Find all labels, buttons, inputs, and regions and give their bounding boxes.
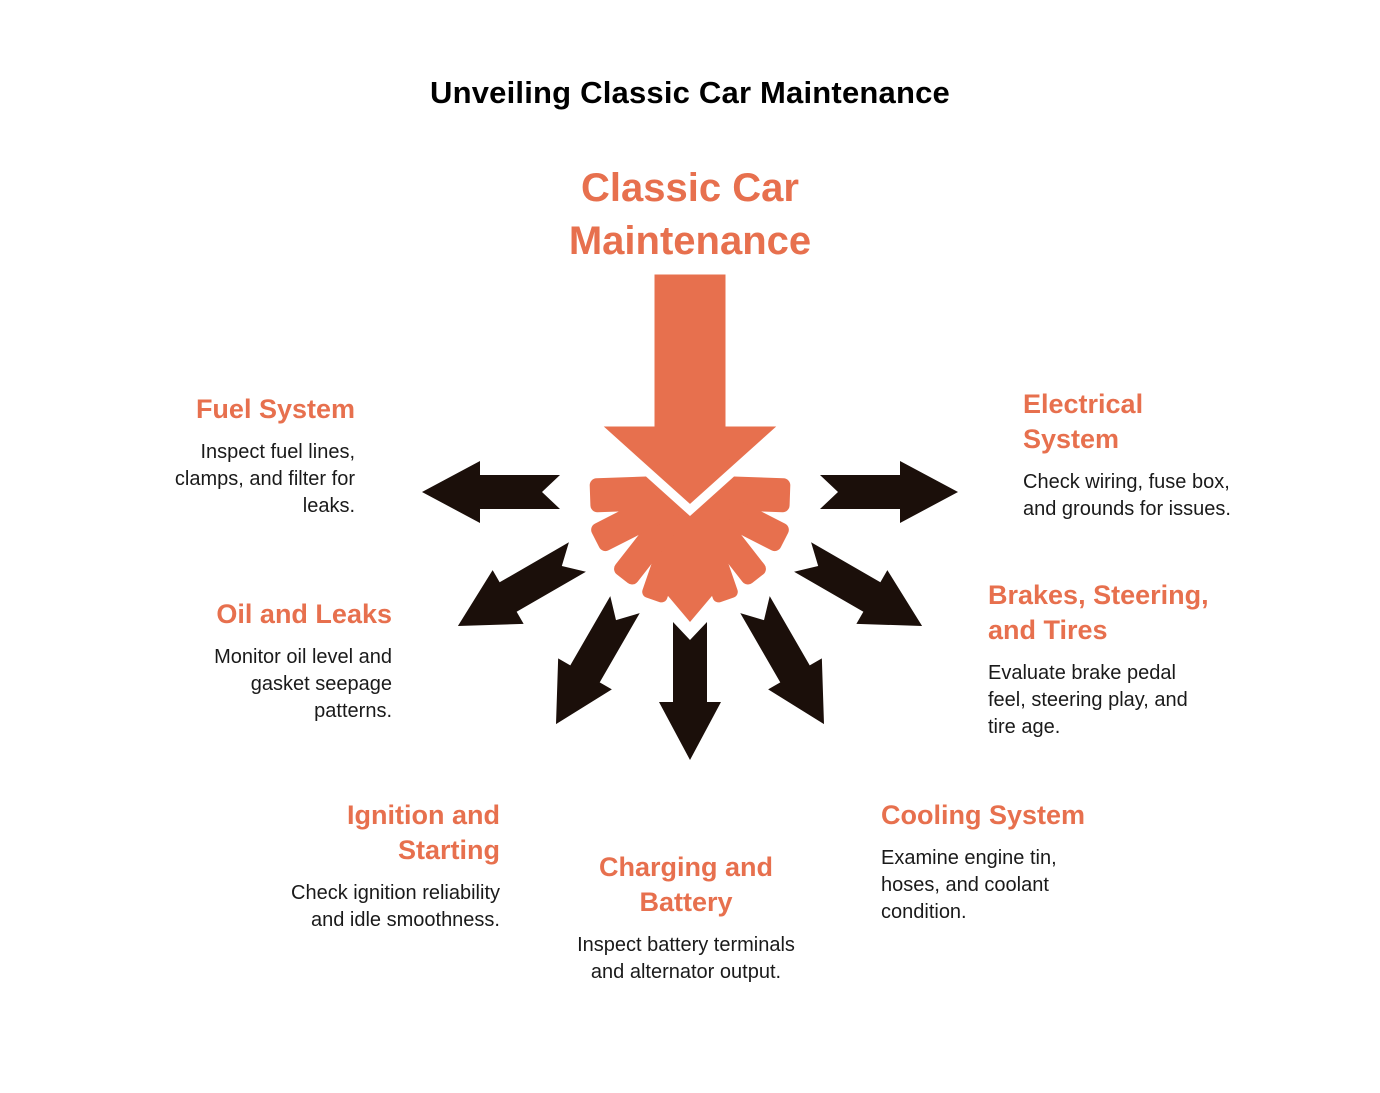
page-title: Unveiling Classic Car Maintenance	[430, 75, 950, 110]
topic-brakes-steering-and-tires: Brakes, Steering, and Tires Evaluate bra…	[988, 578, 1288, 741]
topic-description: Evaluate brake pedal feel, steering play…	[988, 662, 1188, 738]
topic-electrical-system: Electrical System Check wiring, fuse box…	[1023, 387, 1303, 523]
topic-description: Examine engine tin, hoses, and coolant c…	[881, 847, 1057, 923]
topic-description: Inspect fuel lines, clamps, and filter f…	[174, 441, 355, 517]
center-title: Classic Car Maintenance	[568, 166, 812, 263]
arrow-down-right-steep-icon	[740, 596, 824, 725]
hub-graphic	[422, 265, 958, 760]
topic-title: Oil and Leaks	[216, 599, 392, 629]
ray-burst-icon	[589, 475, 791, 622]
topic-description: Check wiring, fuse box, and grounds for …	[1023, 471, 1231, 520]
topic-title: Fuel System	[195, 394, 355, 424]
topic-title: Brakes, Steering, and Tires	[988, 580, 1209, 645]
arrow-right-icon	[820, 461, 958, 523]
topic-title: Ignition and Starting	[347, 800, 500, 865]
topic-description: Monitor oil level and gasket seepage pat…	[214, 646, 392, 722]
topic-charging-and-battery: Charging and Battery Inspect battery ter…	[536, 850, 836, 986]
radial-arrows	[422, 461, 958, 760]
topic-fuel-system: Fuel System Inspect fuel lines, clamps, …	[55, 392, 355, 520]
topic-cooling-system: Cooling System Examine engine tin, hoses…	[881, 798, 1161, 926]
arrow-down-icon	[659, 622, 721, 760]
topic-description: Check ignition reliability and idle smoo…	[291, 882, 500, 931]
topic-oil-and-leaks: Oil and Leaks Monitor oil level and gask…	[92, 597, 392, 725]
topic-title: Charging and Battery	[599, 852, 773, 917]
topic-ignition-and-starting: Ignition and Starting Check ignition rel…	[180, 798, 500, 934]
arrow-down-left-shallow-icon	[457, 542, 586, 626]
topic-title: Cooling System	[881, 800, 1086, 830]
main-down-arrow-icon	[580, 265, 800, 517]
arrow-down-left-steep-icon	[556, 596, 640, 725]
topic-title: Electrical System	[1023, 389, 1144, 454]
arrow-left-icon	[422, 461, 560, 523]
topic-description: Inspect battery terminals and alternator…	[577, 934, 795, 983]
arrow-down-right-shallow-icon	[794, 542, 923, 626]
